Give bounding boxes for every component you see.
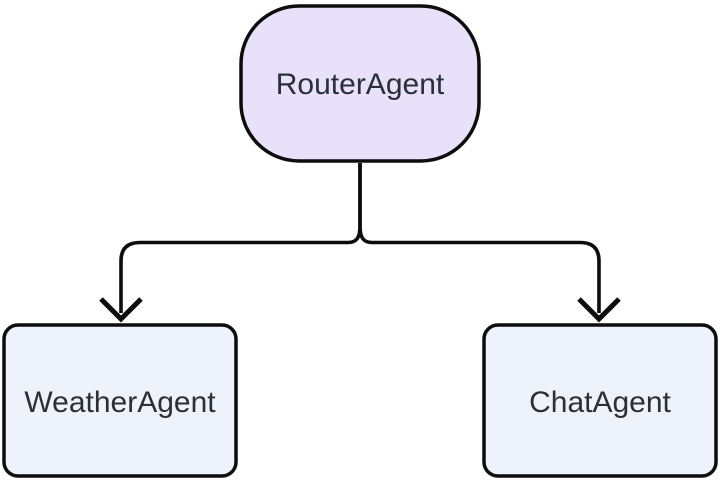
node-router-agent-shape (239, 4, 481, 163)
node-weather-agent-shape (2, 323, 238, 478)
node-weather-agent-label: WeatherAgent (24, 386, 216, 419)
node-router-agent: RouterAgent (239, 4, 481, 163)
node-chat-agent: ChatAgent (482, 323, 718, 478)
node-chat-agent-shape (482, 323, 718, 478)
arrowhead-down-icon (577, 297, 621, 323)
node-weather-agent: WeatherAgent (2, 323, 238, 478)
edge-router-to-weather (119, 163, 362, 313)
node-chat-agent-label: ChatAgent (529, 386, 671, 419)
edge-router-to-chat (358, 163, 601, 313)
arrowhead-down-icon (99, 297, 143, 323)
node-router-agent-label: RouterAgent (276, 68, 445, 101)
